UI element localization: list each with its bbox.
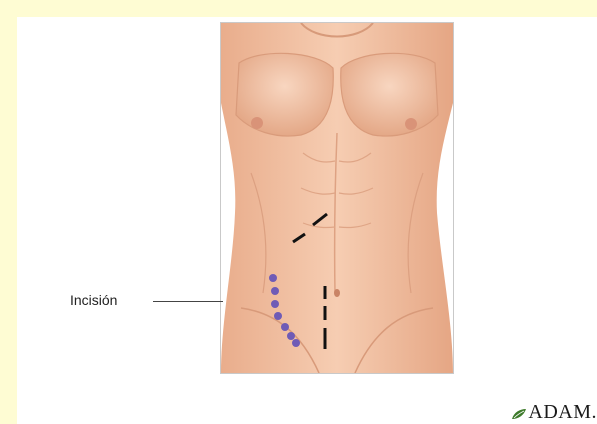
right-pectoral bbox=[341, 53, 438, 136]
left-pectoral bbox=[236, 53, 333, 136]
torso-drawing bbox=[221, 23, 453, 373]
incision-label: Incisión bbox=[70, 292, 117, 308]
adam-logo: ADAM. bbox=[511, 400, 597, 424]
right-nipple bbox=[405, 118, 417, 130]
left-nipple bbox=[251, 117, 263, 129]
logo-text: ADAM. bbox=[528, 401, 597, 424]
navel bbox=[334, 289, 340, 297]
anatomy-illustration bbox=[220, 22, 454, 374]
leaf-icon bbox=[511, 408, 527, 420]
incision-leader-line bbox=[153, 301, 223, 302]
